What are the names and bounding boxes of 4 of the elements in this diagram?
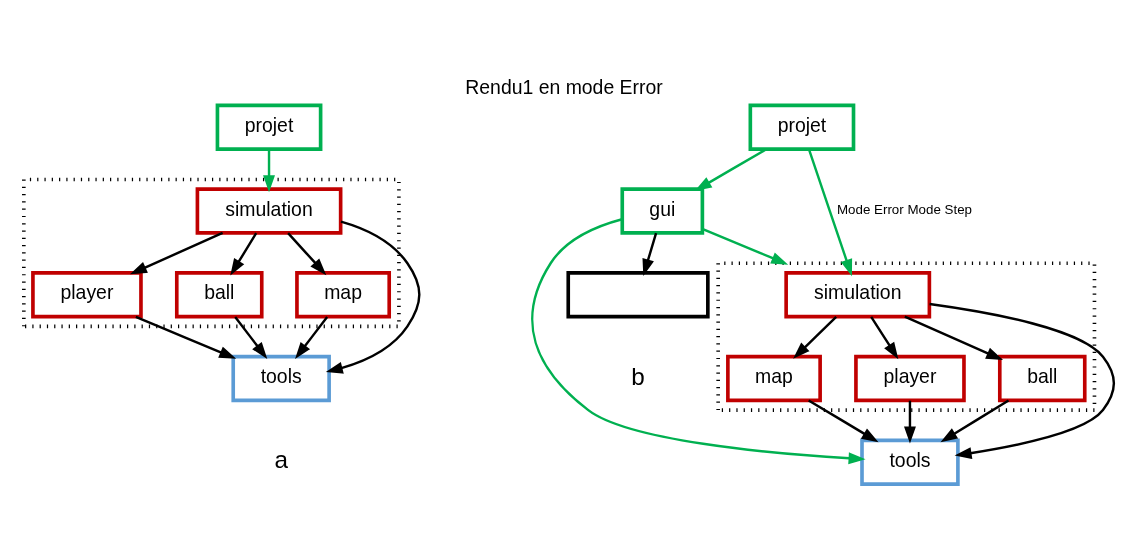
diagram-title: Rendu1 en mode Error [465, 75, 663, 98]
edge-label: Mode Error Mode Step [837, 201, 972, 217]
label: b [631, 362, 645, 390]
label: a [274, 445, 288, 473]
